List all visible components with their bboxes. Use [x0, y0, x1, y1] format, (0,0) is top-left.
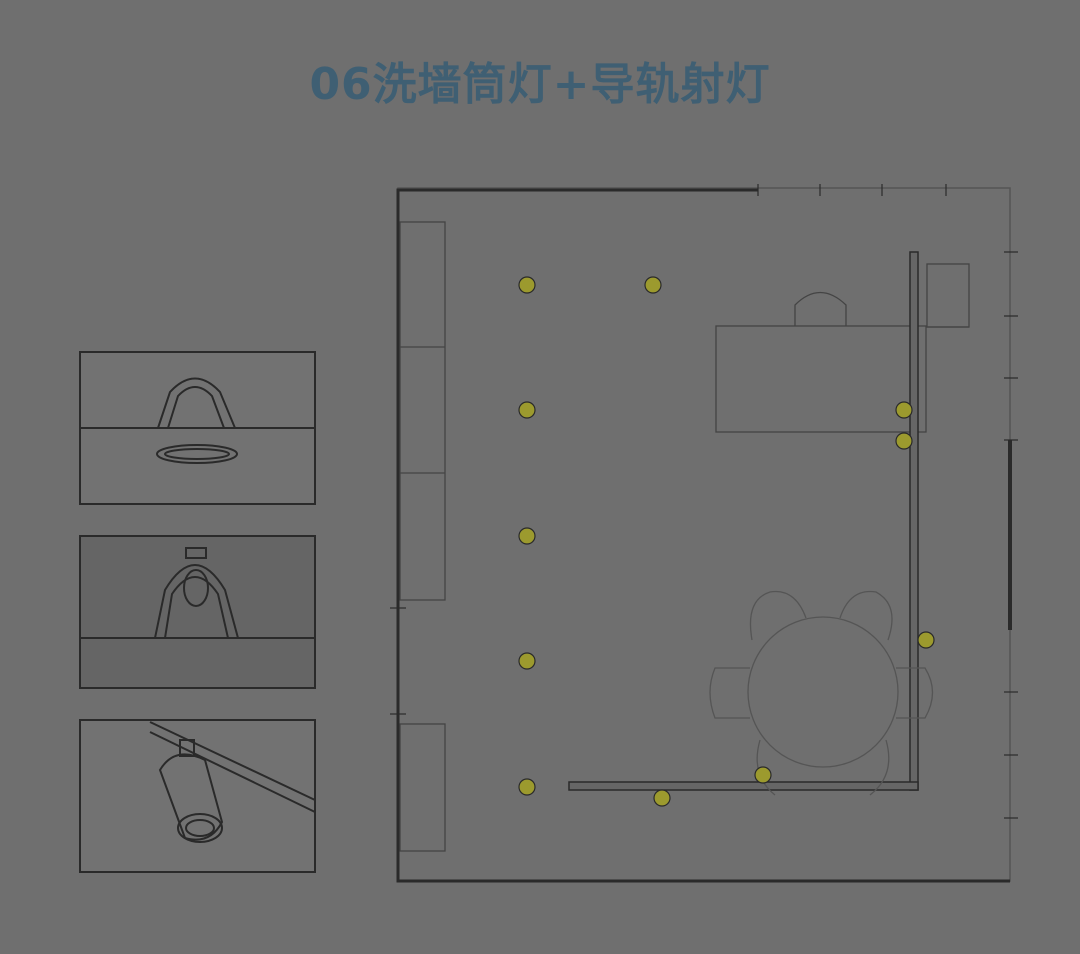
spotlight-icon [754, 766, 772, 784]
wall-washer-illustration [79, 535, 316, 689]
downlight-illustration [79, 351, 316, 505]
downlight-icon [518, 401, 536, 419]
downlight-icon [644, 276, 662, 294]
downlight-icon [518, 527, 536, 545]
downlight-icon [518, 276, 536, 294]
spotlights [653, 401, 935, 807]
partition-wall-horizontal [568, 781, 919, 791]
track-spotlight-illustration [79, 719, 316, 873]
room-plan [390, 184, 1018, 883]
spotlight-icon [895, 401, 913, 419]
spotlight-icon [895, 432, 913, 450]
downlight-icon [518, 652, 536, 670]
spotlight-icon [653, 789, 671, 807]
spotlight-icon [917, 631, 935, 649]
desk [715, 263, 970, 433]
downlights [518, 276, 662, 796]
dining-table [709, 590, 934, 796]
page-title: 06洗墙筒灯+导轨射灯 [309, 59, 771, 110]
partition-wall-vertical [909, 251, 919, 791]
left-cabinets [399, 221, 446, 852]
downlight-icon [518, 778, 536, 796]
